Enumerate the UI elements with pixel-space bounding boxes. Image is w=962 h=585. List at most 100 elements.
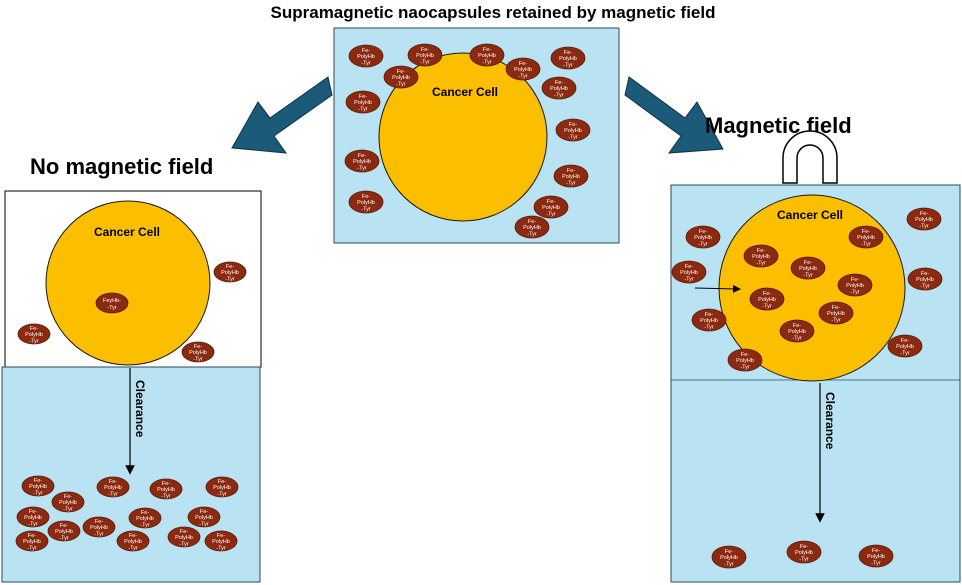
np-text-line-3: -Tyr: [357, 165, 367, 171]
np-text-line-3: -Tyr: [756, 260, 766, 266]
np-text-line-3: -Tyr: [482, 59, 492, 65]
np-text-line-3: -Tyr: [698, 241, 708, 247]
np-text-line-2: PolyHb: [736, 358, 754, 364]
np-text-line-1: Fe-: [757, 248, 765, 254]
nanoparticle: Fe-PolyHb-Tyr: [907, 267, 943, 291]
nanoparticle: Fe-PolyHb-Tyr: [505, 57, 541, 81]
np-text-line-3: -Tyr: [704, 324, 714, 330]
np-text-line-3: -Tyr: [762, 303, 772, 309]
diagram-title: Supramagnetic naocapsules retained by ma…: [271, 3, 716, 22]
np-text-line-1: Fe-: [217, 533, 225, 539]
np-text-line-1: Fe-: [218, 479, 226, 485]
np-text-line-2: PolyHb: [846, 283, 864, 289]
np-text-line-1: Fe-: [800, 544, 808, 550]
np-text-line-3: -Tyr: [63, 506, 73, 512]
np-text-line-1: Fe-: [28, 533, 36, 539]
right-heading: Magnetic field: [705, 113, 852, 138]
np-text-line-2: PolyHb: [720, 555, 738, 561]
np-text-line-2: PolyHb: [564, 128, 582, 134]
np-text-line-3: -Tyr: [193, 356, 203, 362]
np-text-line-3: -Tyr: [831, 317, 841, 323]
np-text-line-2: PolyHb: [221, 270, 239, 276]
nanoparticle: Fe-PolyHb-Tyr: [906, 207, 942, 231]
np-text-line-2: PolyHb: [104, 485, 122, 491]
np-text-line-1: Fe-: [763, 291, 771, 297]
nanoparticle: Fe-PolyHb-Tyr: [848, 225, 884, 249]
np-text-line-2: PolyHb: [59, 500, 77, 506]
np-text-line-1: Fe-: [30, 326, 38, 332]
np-text-line-1: Fe-: [685, 264, 693, 270]
np-text-line-3: -Tyr: [740, 364, 750, 370]
left-cell-label: Cancer Cell: [94, 225, 160, 239]
np-text-line-1: Fe-: [705, 312, 713, 318]
np-text-line-3: -Tyr: [919, 223, 929, 229]
nanoparticle: Fe-PolyHb-Tyr: [213, 261, 247, 283]
np-text-line-3: -Tyr: [527, 231, 537, 237]
np-text-line-3: -Tyr: [799, 556, 809, 562]
nanoparticle: Fe-PolyHb-Tyr: [779, 319, 815, 343]
np-text-line-1: Fe-: [60, 523, 68, 529]
np-text-line-2: PolyHb: [136, 516, 154, 522]
np-text-line-1: Fe-: [141, 510, 149, 516]
np-text-line-1: Fe-: [64, 494, 72, 500]
np-text-line-2: PolyHb: [788, 329, 806, 335]
nanoparticle: Fe-PolyHb-Tyr: [17, 323, 51, 345]
np-text-line-1: Fe-: [362, 194, 370, 200]
np-text-line-2: PolyHb: [55, 529, 73, 535]
np-text-line-3: -Tyr: [518, 73, 528, 79]
np-text-line-3: -Tyr: [803, 272, 813, 278]
np-text-line-1: Fe-: [162, 481, 170, 487]
np-text-line-1: Fe-: [567, 168, 575, 174]
np-text-line-3: -Tyr: [871, 560, 881, 566]
np-text-line-2: PolyHb: [189, 350, 207, 356]
np-text-line-1: Fe-: [226, 264, 234, 270]
np-text-line-2: PolyHb: [357, 54, 375, 60]
np-text-line-1: Fe-: [699, 229, 707, 235]
np-text-line-3: -Tyr: [179, 541, 189, 547]
nanoparticle: Fe-PolyHb-Tyr: [16, 506, 50, 528]
np-text-line-1: Fe-: [519, 61, 527, 67]
right-nanoparticles: Fe-PolyHb-TyrFe-PolyHb-TyrFe-PolyHb-TyrF…: [671, 207, 943, 372]
np-text-line-3: -Tyr: [27, 545, 37, 551]
nanoparticle: Fe-PolyHb-Tyr: [887, 334, 923, 358]
nanoparticle: Fe-PolyHb-Tyr: [348, 44, 384, 68]
np-text-line-2: PolyHb: [523, 225, 541, 231]
nanoparticle: Fe-PolyHb-Tyr: [116, 530, 150, 552]
np-text-line-2: PolyHb: [827, 311, 845, 317]
nanoparticle: Fe-PolyHb-Tyr: [344, 149, 380, 173]
np-text-line-3: -Tyr: [546, 211, 556, 217]
nanoparticle: Fe-PolyHb-Tyr: [711, 545, 747, 569]
np-text-line-1: Fe-: [804, 260, 812, 266]
nanoparticle: Fe-PolyHb-Tyr: [858, 544, 894, 568]
nanoparticle: Fe-PolyHb-Tyr: [749, 287, 785, 311]
nanoparticle: Fe-PolyHb-Tyr: [691, 308, 727, 332]
np-text-line-3: -Tyr: [554, 92, 564, 98]
right-clearance-label: Clearance: [823, 392, 837, 450]
nanoparticle: Fe-PolyHb-Tyr: [204, 530, 238, 552]
uptake-arrow: [694, 284, 741, 293]
np-text-line-2: PolyHb: [915, 217, 933, 223]
np-text-line-3: -Tyr: [225, 276, 235, 282]
np-text-line-1: Fe-: [194, 344, 202, 350]
nanoparticle: Fe-PolyHb-Tyr: [15, 530, 49, 552]
np-text-line-1: Fe-: [793, 323, 801, 329]
nanoparticle: Fe-PolyHb-Tyr: [837, 273, 873, 297]
nanoparticle: Fe-PolyHb-Tyr: [786, 540, 822, 564]
center-cell-label: Cancer Cell: [432, 85, 498, 99]
np-text-line-3: -Tyr: [900, 350, 910, 356]
np-text-line-3: -Tyr: [420, 59, 430, 65]
np-text-line-2: PolyHb: [896, 344, 914, 350]
np-text-line-2: PolyHb: [157, 487, 175, 493]
np-text-line-2: PolyHb: [542, 205, 560, 211]
np-text-line-3: -Tyr: [361, 60, 371, 66]
np-text-line-3: -Tyr: [29, 338, 39, 344]
np-text-line-1: Fe-: [920, 211, 928, 217]
nanoparticle: Fe-PolyHb-Tyr: [82, 516, 116, 538]
np-text-line-1: Fe-: [725, 549, 733, 555]
np-text-line-1: Fe-: [528, 219, 536, 225]
np-text-line-2: PolyHb: [416, 53, 434, 59]
np-text-line-3: -Tyr: [396, 81, 406, 87]
nanoparticle: Fe-PolyHb-Tyr: [553, 164, 589, 188]
